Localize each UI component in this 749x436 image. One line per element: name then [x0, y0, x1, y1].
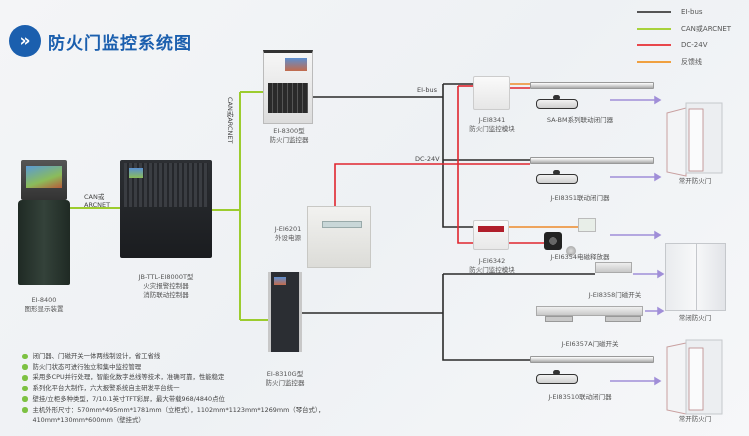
dc24v-trunk	[457, 86, 473, 244]
jb-ttl-label: JB-TTL-EI8000T型 火灾报警控制器 消防联动控制器	[138, 273, 194, 299]
door-closed-seam	[696, 244, 697, 310]
ei8341-module	[473, 76, 510, 110]
bullet-icon	[22, 407, 28, 413]
ei6354-label: J-EI6354电磁释放器	[550, 253, 610, 261]
dc24v-wire-psu	[334, 163, 530, 206]
door-open-icon-2	[666, 339, 723, 415]
ei8351-closer-body	[536, 174, 578, 184]
jb-ttl-screen	[129, 168, 143, 178]
dc24v-wire-label: DC-24V	[415, 155, 440, 163]
ei8400-cabinet	[18, 200, 70, 285]
ei8351-label: J-EI8351联动闭门器	[550, 194, 610, 202]
legend: EI-bus CAN或ARCNET DC-24V 反馈线	[637, 4, 749, 70]
feature-item: 闭门器、门磁开关一体两线制设计，省工省线	[22, 351, 324, 362]
ei6354-armature-plate	[566, 246, 576, 256]
legend-swatch	[637, 44, 671, 47]
ei83510-closer-pivot	[553, 370, 560, 375]
ei8351-closer-arm	[530, 157, 654, 164]
legend-item-can: CAN或ARCNET	[637, 21, 749, 38]
page-title: 防火门监控系统图	[48, 33, 192, 54]
ei6342-label: J-EI6342 防火门监控模块	[469, 257, 515, 274]
ei6354-relay-board	[578, 218, 596, 232]
legend-item-feedback: 反馈线	[637, 54, 749, 71]
ei8400-screen	[26, 166, 62, 188]
eibus-wire-label: EI-bus	[417, 86, 438, 94]
arrow-ei8351-to-door	[610, 172, 662, 182]
sa-bm-closer-body	[536, 99, 578, 109]
legend-item-eibus: EI-bus	[637, 4, 749, 21]
ei8358-door-contact	[595, 262, 632, 273]
ei8351-closer-pivot	[553, 170, 560, 175]
ei8300-screen	[285, 58, 307, 71]
double-chevron-icon: »	[9, 25, 41, 57]
ei6201-label: J-EI6201 外设电源	[274, 225, 302, 242]
bullet-icon	[22, 375, 28, 381]
page-header: » 防火门监控系统图	[9, 25, 192, 57]
arrow-ei83510-to-door	[610, 376, 662, 386]
feature-item: 主机外形尺寸：570mm*495mm*1781mm（立柜式），1102mm*11…	[22, 405, 324, 416]
legend-swatch	[637, 27, 671, 30]
ei83510-closer-body	[536, 374, 578, 384]
arrow-ei6357a-to-door	[645, 306, 665, 316]
door-closed-icon	[665, 243, 726, 311]
eibus-trunk-lower	[442, 274, 530, 361]
bullet-icon	[22, 353, 28, 360]
ei83510-closer-arm	[530, 356, 654, 363]
ei8300-label: EI-8300型 防火门监控器	[269, 127, 309, 144]
bullet-icon	[22, 396, 28, 402]
ei83510-label: J-EI83510联动闭门器	[548, 393, 612, 401]
ei8300-keypad	[268, 83, 308, 113]
ei6357a-door-contact	[536, 306, 643, 316]
ei6354-electromagnet	[544, 232, 562, 250]
feature-item: 系列化平台大制作，六大报警系统自主研发平台统一	[22, 383, 324, 394]
ei8358-label: J-EI8358门磁开关	[588, 291, 642, 299]
can-wire-label: CAN或 ARCNET	[84, 193, 111, 209]
arrow-ei8358-to-door	[633, 269, 665, 279]
can-vertical-label: CAN或ARCNET	[226, 97, 234, 144]
ei6201-display	[322, 221, 362, 228]
ei6201-power-supply	[307, 206, 371, 268]
ei8310g-label: EI-8310G型 防火门监控器	[265, 370, 305, 387]
legend-swatch	[637, 11, 671, 14]
feature-list: 闭门器、门磁开关一体两线制设计，省工省线 防火门状态可进行独立和集中监控管理 采…	[22, 351, 324, 426]
ei8310g-screen	[274, 277, 286, 285]
ei8310g-monitor	[268, 272, 302, 352]
feature-item: 壁挂/立柜多种类型，7/10.1英寸TFT彩屏，最大带载968/4840点位	[22, 394, 324, 405]
ei6357a-bracket-right	[605, 316, 641, 322]
legend-swatch	[637, 60, 671, 63]
ei8341-label: J-EI8341 防火门监控模块	[469, 116, 515, 133]
arrow-sa-bm-to-door	[610, 95, 662, 105]
ei6357a-label: J-EI6357A门磁开关	[561, 340, 619, 348]
eibus-trunk-upper	[442, 84, 473, 228]
sa-bm-closer-arm	[530, 82, 654, 89]
feature-item-continuation: 410mm*130mm*600mm（壁挂式）	[32, 416, 145, 425]
bullet-icon	[22, 385, 28, 392]
feature-item: 采用多CPU并行处理，智能化数字总线等技术，准确可靠，性能稳定	[22, 372, 324, 383]
legend-item-dc24v: DC-24V	[637, 37, 749, 54]
arrow-ei6354-to-door	[610, 230, 662, 240]
ei8400-label: EI-8400 图形显示装置	[24, 296, 64, 313]
bullet-icon	[22, 364, 28, 370]
ei6342-module	[473, 220, 509, 250]
door-closed-label: 常闭防火门	[678, 314, 712, 322]
sa-bm-label: SA-BM系列联动闭门器	[546, 116, 614, 124]
door-open-icon-1	[666, 102, 723, 177]
door-open-1-label: 常开防火门	[678, 177, 712, 185]
sa-bm-closer-pivot	[553, 95, 560, 100]
ei6342-indicator-strip	[478, 226, 504, 232]
feature-item: 防火门状态可进行独立和集中监控管理	[22, 362, 324, 373]
ei6357a-bracket-left	[545, 316, 573, 322]
door-open-2-label: 常开防火门	[678, 415, 712, 423]
